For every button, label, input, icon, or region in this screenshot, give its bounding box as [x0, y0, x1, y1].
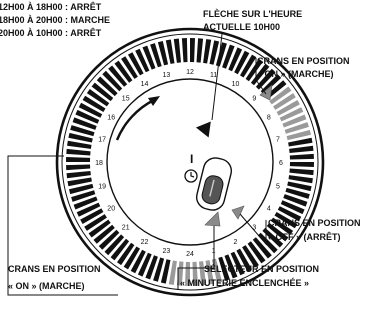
- on-symbol: I: [190, 152, 193, 166]
- callout-text: « MINUTERIE ENCLENCHÉE »: [180, 278, 309, 288]
- callout-text: SÉLECTEUR EN POSITION: [204, 264, 319, 274]
- schedule-line: 20H00 À 10H00 : ARRÊT: [0, 27, 102, 38]
- hour-label: 17: [98, 136, 106, 143]
- callout-text: CRANS EN POSITION: [8, 264, 101, 274]
- schedule-block: 12H00 À 18H00 : ARRÊT 18H00 À 20H00 : MA…: [0, 1, 110, 38]
- callout-text: CRANS EN POSITION: [268, 218, 361, 228]
- callout-text: « ON » (MARCHE): [8, 281, 85, 291]
- hour-label: 18: [95, 160, 103, 167]
- callout-text: ACTUELLE 10H00: [203, 22, 280, 32]
- hour-label: 16: [107, 115, 115, 122]
- hour-label: 11: [210, 72, 217, 79]
- hour-label: 22: [141, 239, 149, 246]
- hour-label: 6: [279, 160, 283, 167]
- callout-text: « OFF » (ARRÊT): [268, 231, 341, 242]
- hour-label: 14: [141, 81, 149, 88]
- hour-label: 5: [276, 184, 280, 191]
- hour-label: 7: [276, 136, 280, 143]
- callout-text: « ON » (MARCHE): [257, 69, 334, 79]
- hour-label: 13: [163, 72, 171, 79]
- hour-label: 10: [232, 81, 240, 88]
- callout-text: FLÈCHE SUR L'HEURE: [203, 9, 302, 19]
- hour-label: 12: [186, 69, 194, 76]
- callout-text: CRANS EN POSITION: [257, 56, 350, 66]
- schedule-line: 18H00 À 20H00 : MARCHE: [0, 15, 110, 25]
- hour-label: 4: [267, 206, 271, 213]
- hour-label: 23: [163, 248, 171, 255]
- hour-label: 8: [267, 115, 271, 122]
- schedule-line: 12H00 À 18H00 : ARRÊT: [0, 1, 102, 12]
- hour-label: 20: [107, 206, 115, 213]
- hour-label: 19: [98, 184, 106, 191]
- hour-label: 9: [252, 96, 256, 103]
- hour-label: 15: [122, 96, 130, 103]
- hour-label: 21: [122, 224, 130, 231]
- hour-label: 24: [186, 251, 194, 258]
- hour-label: 2: [234, 239, 238, 246]
